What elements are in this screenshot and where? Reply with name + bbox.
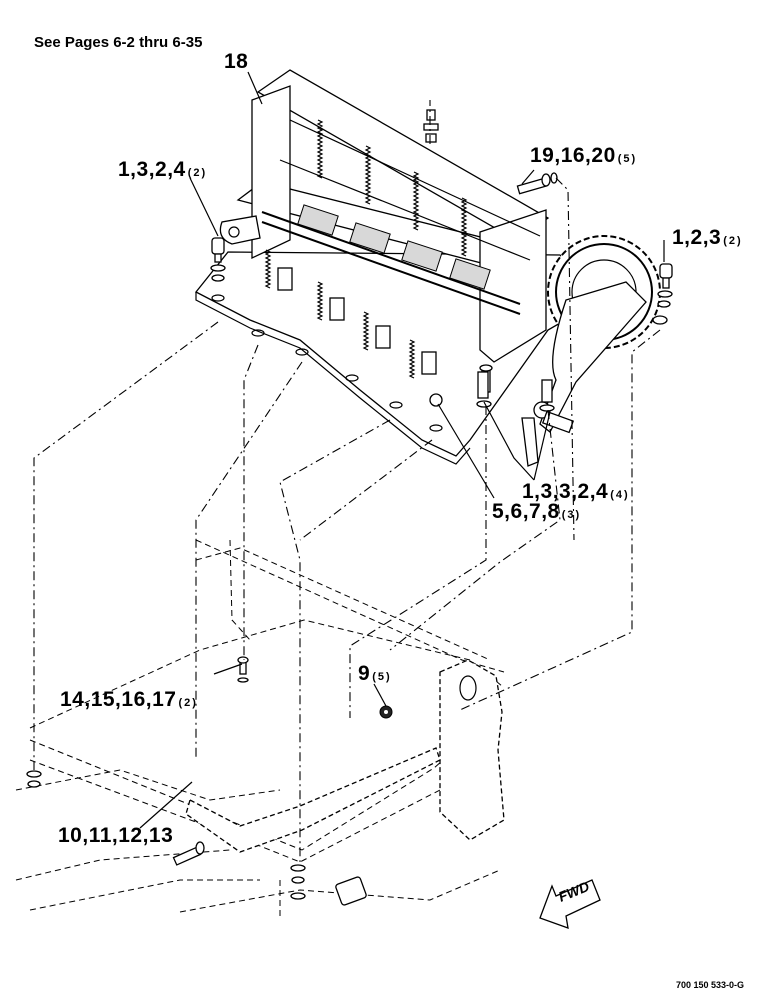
lower-right-hardware-qty: (4) [610, 489, 630, 501]
hardware-top [516, 172, 558, 195]
base-frame [15, 539, 505, 920]
hardware-left [210, 237, 226, 282]
mid-hardware-parts: 5,6,7,8 [492, 500, 560, 523]
base-hardware-callout: 10,11,12,13 [58, 824, 174, 847]
nut-qty: (5) [372, 671, 392, 683]
left-hardware-qty: (2) [187, 167, 208, 179]
nut-parts: 9 [358, 662, 371, 685]
left-hardware-parts: 1,3,2,4 [118, 158, 186, 181]
assembly-callout: 18 [224, 50, 249, 73]
lower-right-hardware-parts: 1,3,3,2,4 [522, 480, 609, 503]
left-hardware-callout: 1,3,2,4(2) [118, 158, 207, 182]
top-frame-bar [256, 69, 550, 241]
upper-assembly [194, 69, 661, 467]
leader-lines [139, 71, 665, 829]
alignment-lines [33, 100, 661, 862]
mid-hardware-qty: (3) [561, 509, 582, 521]
right-hardware-callout: 1,2,3(2) [672, 226, 743, 250]
document-number: 700 150 533-0-G [676, 980, 745, 990]
lower-springs [264, 249, 416, 379]
hardware-right [652, 263, 673, 325]
top-hardware-parts: 19,16,20 [530, 144, 616, 167]
nut-callout: 9(5) [358, 662, 392, 686]
right-hardware-qty: (2) [723, 235, 743, 247]
right-side-plate [479, 209, 547, 363]
top-hardware-callout: 19,16,20(5) [530, 144, 637, 168]
drive-sprocket [521, 235, 661, 467]
top-hardware-qty: (5) [617, 153, 638, 165]
frame-hardware-parts: 14,15,16,17 [60, 688, 177, 711]
fwd-arrow-icon [539, 879, 601, 929]
right-hardware-parts: 1,2,3 [672, 226, 722, 249]
page-reference-text: See Pages 6-2 thru 6-35 [34, 34, 203, 51]
frame-hardware-callout: 14,15,16,17(2) [60, 688, 198, 712]
left-side-plate [251, 85, 291, 260]
lower-right-hardware-callout: 1,3,3,2,4(4) [522, 480, 630, 504]
upper-springs [316, 119, 468, 257]
hardware-lower-right [476, 371, 555, 412]
mid-hardware-callout: 5,6,7,8(3) [492, 500, 581, 524]
frame-hardware-qty: (2) [178, 697, 198, 709]
